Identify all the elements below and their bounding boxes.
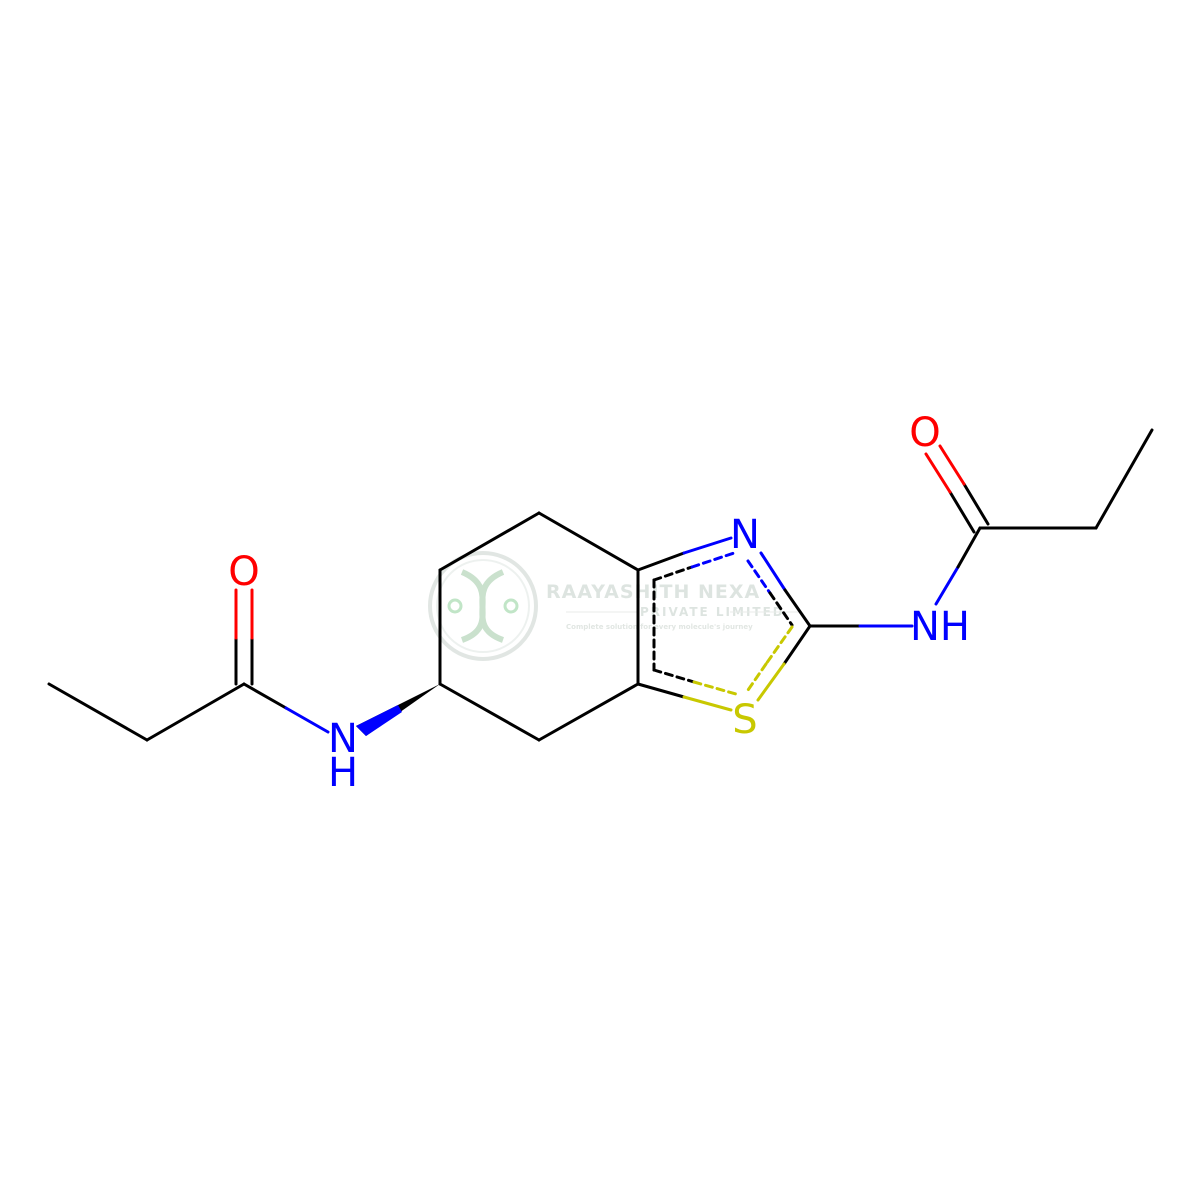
bond <box>242 682 288 710</box>
bond <box>759 551 787 592</box>
aromatic-bond <box>652 565 694 582</box>
atom-labels: O N H N S NH O <box>228 410 970 796</box>
bond <box>438 682 541 742</box>
bond <box>682 695 733 712</box>
atom-hydrogen-left: H <box>328 750 358 796</box>
watermark-logo-icon <box>428 551 538 661</box>
bond <box>636 551 686 572</box>
atom-nitrogen-thiazole: N <box>730 512 760 558</box>
bond <box>956 526 982 569</box>
wedge-bond-n-part <box>356 705 402 736</box>
bond <box>438 511 541 572</box>
bond <box>924 452 952 494</box>
bond <box>636 682 686 699</box>
bond <box>537 511 640 572</box>
atom-oxygen-right: O <box>909 410 940 456</box>
aromatic-bond <box>690 550 739 569</box>
aromatic-bond <box>746 559 772 595</box>
bond <box>938 444 966 486</box>
aromatic-bond <box>744 662 768 695</box>
bond <box>682 536 733 555</box>
bonds <box>47 428 1154 742</box>
aromatic-bond <box>768 591 794 627</box>
atom-sulfur-thiazole: S <box>732 697 757 743</box>
aromatic-bond <box>764 625 794 666</box>
bond <box>284 706 330 734</box>
bond <box>47 682 149 742</box>
atom-oxygen-left: O <box>228 549 259 595</box>
bond <box>145 682 246 742</box>
bond <box>962 482 990 526</box>
dna-helix-icon <box>460 569 505 643</box>
watermark-subtitle: PRIVATE LIMITED <box>640 605 785 619</box>
atom-nh-right: NH <box>910 604 970 650</box>
bond <box>756 662 786 702</box>
bond <box>782 624 812 666</box>
bond <box>783 588 812 628</box>
watermark: RAAYASHITH NEXA PRIVATE LIMITED Complete… <box>428 551 800 661</box>
aromatic-bond <box>692 680 738 696</box>
bond <box>1094 428 1154 530</box>
bond <box>934 565 960 606</box>
atom-nitrogen-left: N <box>328 716 358 762</box>
bond <box>537 682 640 742</box>
aromatic-bond <box>652 668 696 684</box>
bond <box>948 490 976 534</box>
watermark-tagline: Complete solution for every molecule's j… <box>566 623 753 631</box>
